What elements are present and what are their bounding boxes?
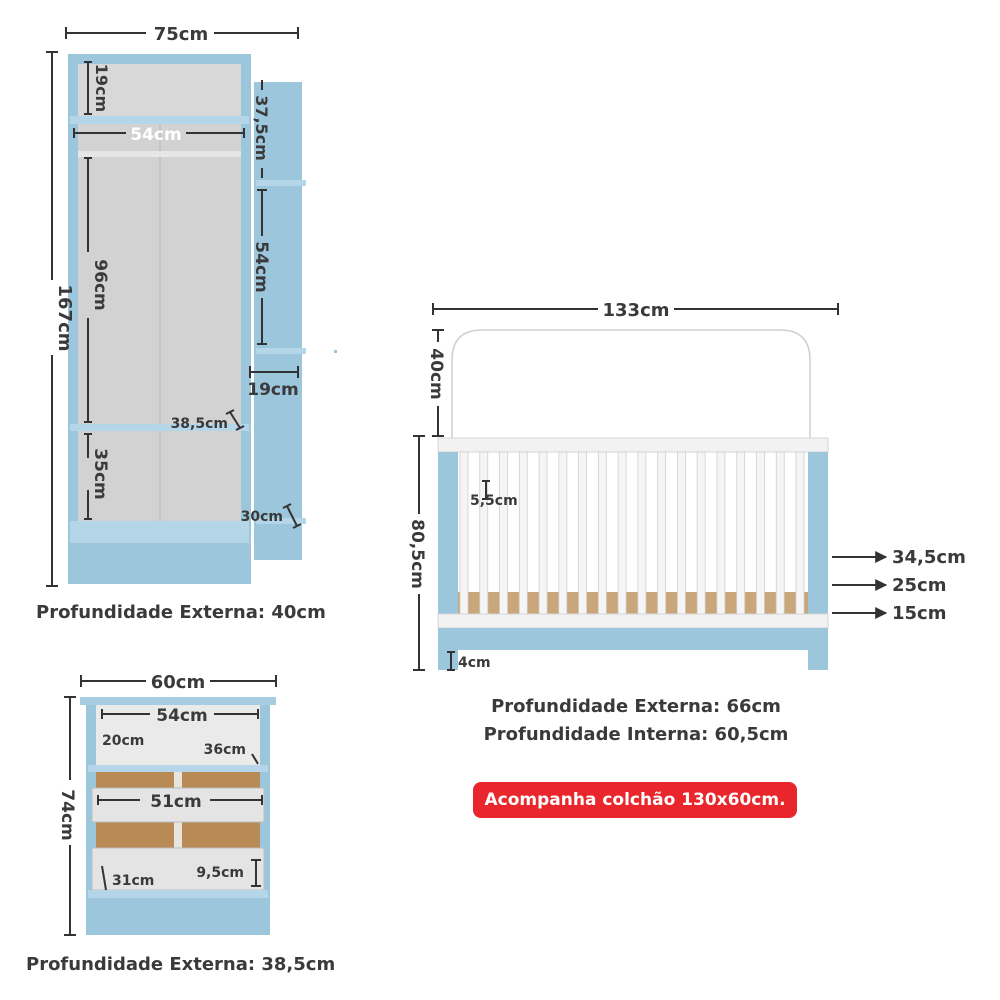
crib-slat [558, 451, 568, 615]
dresser-top-depth-label: 36cm [204, 742, 246, 758]
wardrobe-hanging-label: 96cm [90, 259, 110, 310]
crib-slat [578, 451, 587, 615]
wardrobe-width-label: 75cm [154, 24, 208, 45]
wardrobe-bottom-niche-label: 35cm [90, 448, 110, 499]
crib-slat [597, 451, 607, 615]
drawer-height-label: 9,5cm [196, 865, 244, 881]
crib-slat [756, 451, 765, 615]
crib-slat [716, 451, 726, 615]
crib-width-label: 133cm [603, 300, 670, 321]
wardrobe-depth-note: Profundidade Externa: 40cm [36, 602, 326, 623]
crib-height-label: 80,5cm [407, 519, 427, 589]
crib-dimension-labels: 133cm 40cm 80,5cm 5,5cm 4cm 34,5cm 25cm … [407, 300, 966, 671]
crib-level-low-label: 15cm [892, 603, 946, 624]
dresser-inner-width-label: 54cm [156, 706, 207, 726]
dresser-depth-note: Profundidade Externa: 38,5cm [26, 954, 336, 975]
side-top-label: 37,5cm [252, 95, 271, 161]
drawer-width-label: 51cm [150, 792, 201, 812]
side-depth-label: 19cm [247, 380, 298, 400]
dresser [80, 697, 276, 935]
crib-slat [736, 451, 746, 615]
crib-slat [696, 451, 706, 615]
wardrobe-dimension-labels: 75cm 167cm 19cm 54cm 96cm 38,5cm 35cm 37… [54, 24, 299, 525]
drawer-depth-label: 31cm [112, 873, 154, 889]
wardrobe [68, 54, 306, 584]
crib-depth-ext-note: Profundidade Externa: 66cm [491, 696, 781, 717]
crib-foot-label: 4cm [458, 655, 491, 671]
dresser-width-label: 60cm [151, 672, 205, 693]
crib-slat [637, 451, 647, 615]
dresser-dimension-labels: 60cm 54cm 74cm 20cm 36cm 51cm 31cm 9,5cm [57, 672, 246, 889]
wardrobe-height-label: 167cm [54, 285, 75, 352]
wardrobe-top-niche-label: 19cm [92, 64, 111, 112]
crib-slat [677, 451, 686, 615]
crib-slat [538, 451, 548, 615]
wardrobe-shelf-depth-label: 38,5cm [171, 416, 228, 432]
dresser-height-label: 74cm [57, 789, 77, 840]
crib-slat [499, 451, 508, 615]
crib-slats [459, 451, 805, 615]
crib-headboard-label: 40cm [426, 348, 446, 399]
crib-dimension-lines [413, 303, 888, 671]
crib-slat [459, 451, 469, 615]
crib-slat [795, 451, 805, 615]
crib-depth-int-note: Profundidade Interna: 60,5cm [483, 724, 789, 745]
crib-slat-gap-label: 5,5cm [470, 493, 518, 509]
mark-dot [334, 350, 337, 353]
crib-slat [617, 451, 627, 615]
crib-slat [518, 451, 528, 615]
dresser-top-niche-label: 20cm [102, 733, 144, 749]
dresser-dimension-lines [64, 675, 277, 936]
crib-level-mid-label: 25cm [892, 575, 946, 596]
crib-slat [479, 451, 489, 615]
crib [437, 329, 829, 670]
mattress-badge: Acompanha colchão 130x60cm. [473, 782, 797, 818]
crib-slat [775, 451, 785, 615]
crib-level-high-label: 34,5cm [892, 547, 966, 568]
crib-slat [657, 451, 667, 615]
side-mid-label: 54cm [251, 241, 271, 292]
side-bottom-depth-label: 30cm [241, 509, 283, 525]
wardrobe-dimension-lines [46, 27, 302, 587]
wardrobe-inner-width-label: 54cm [130, 125, 181, 145]
